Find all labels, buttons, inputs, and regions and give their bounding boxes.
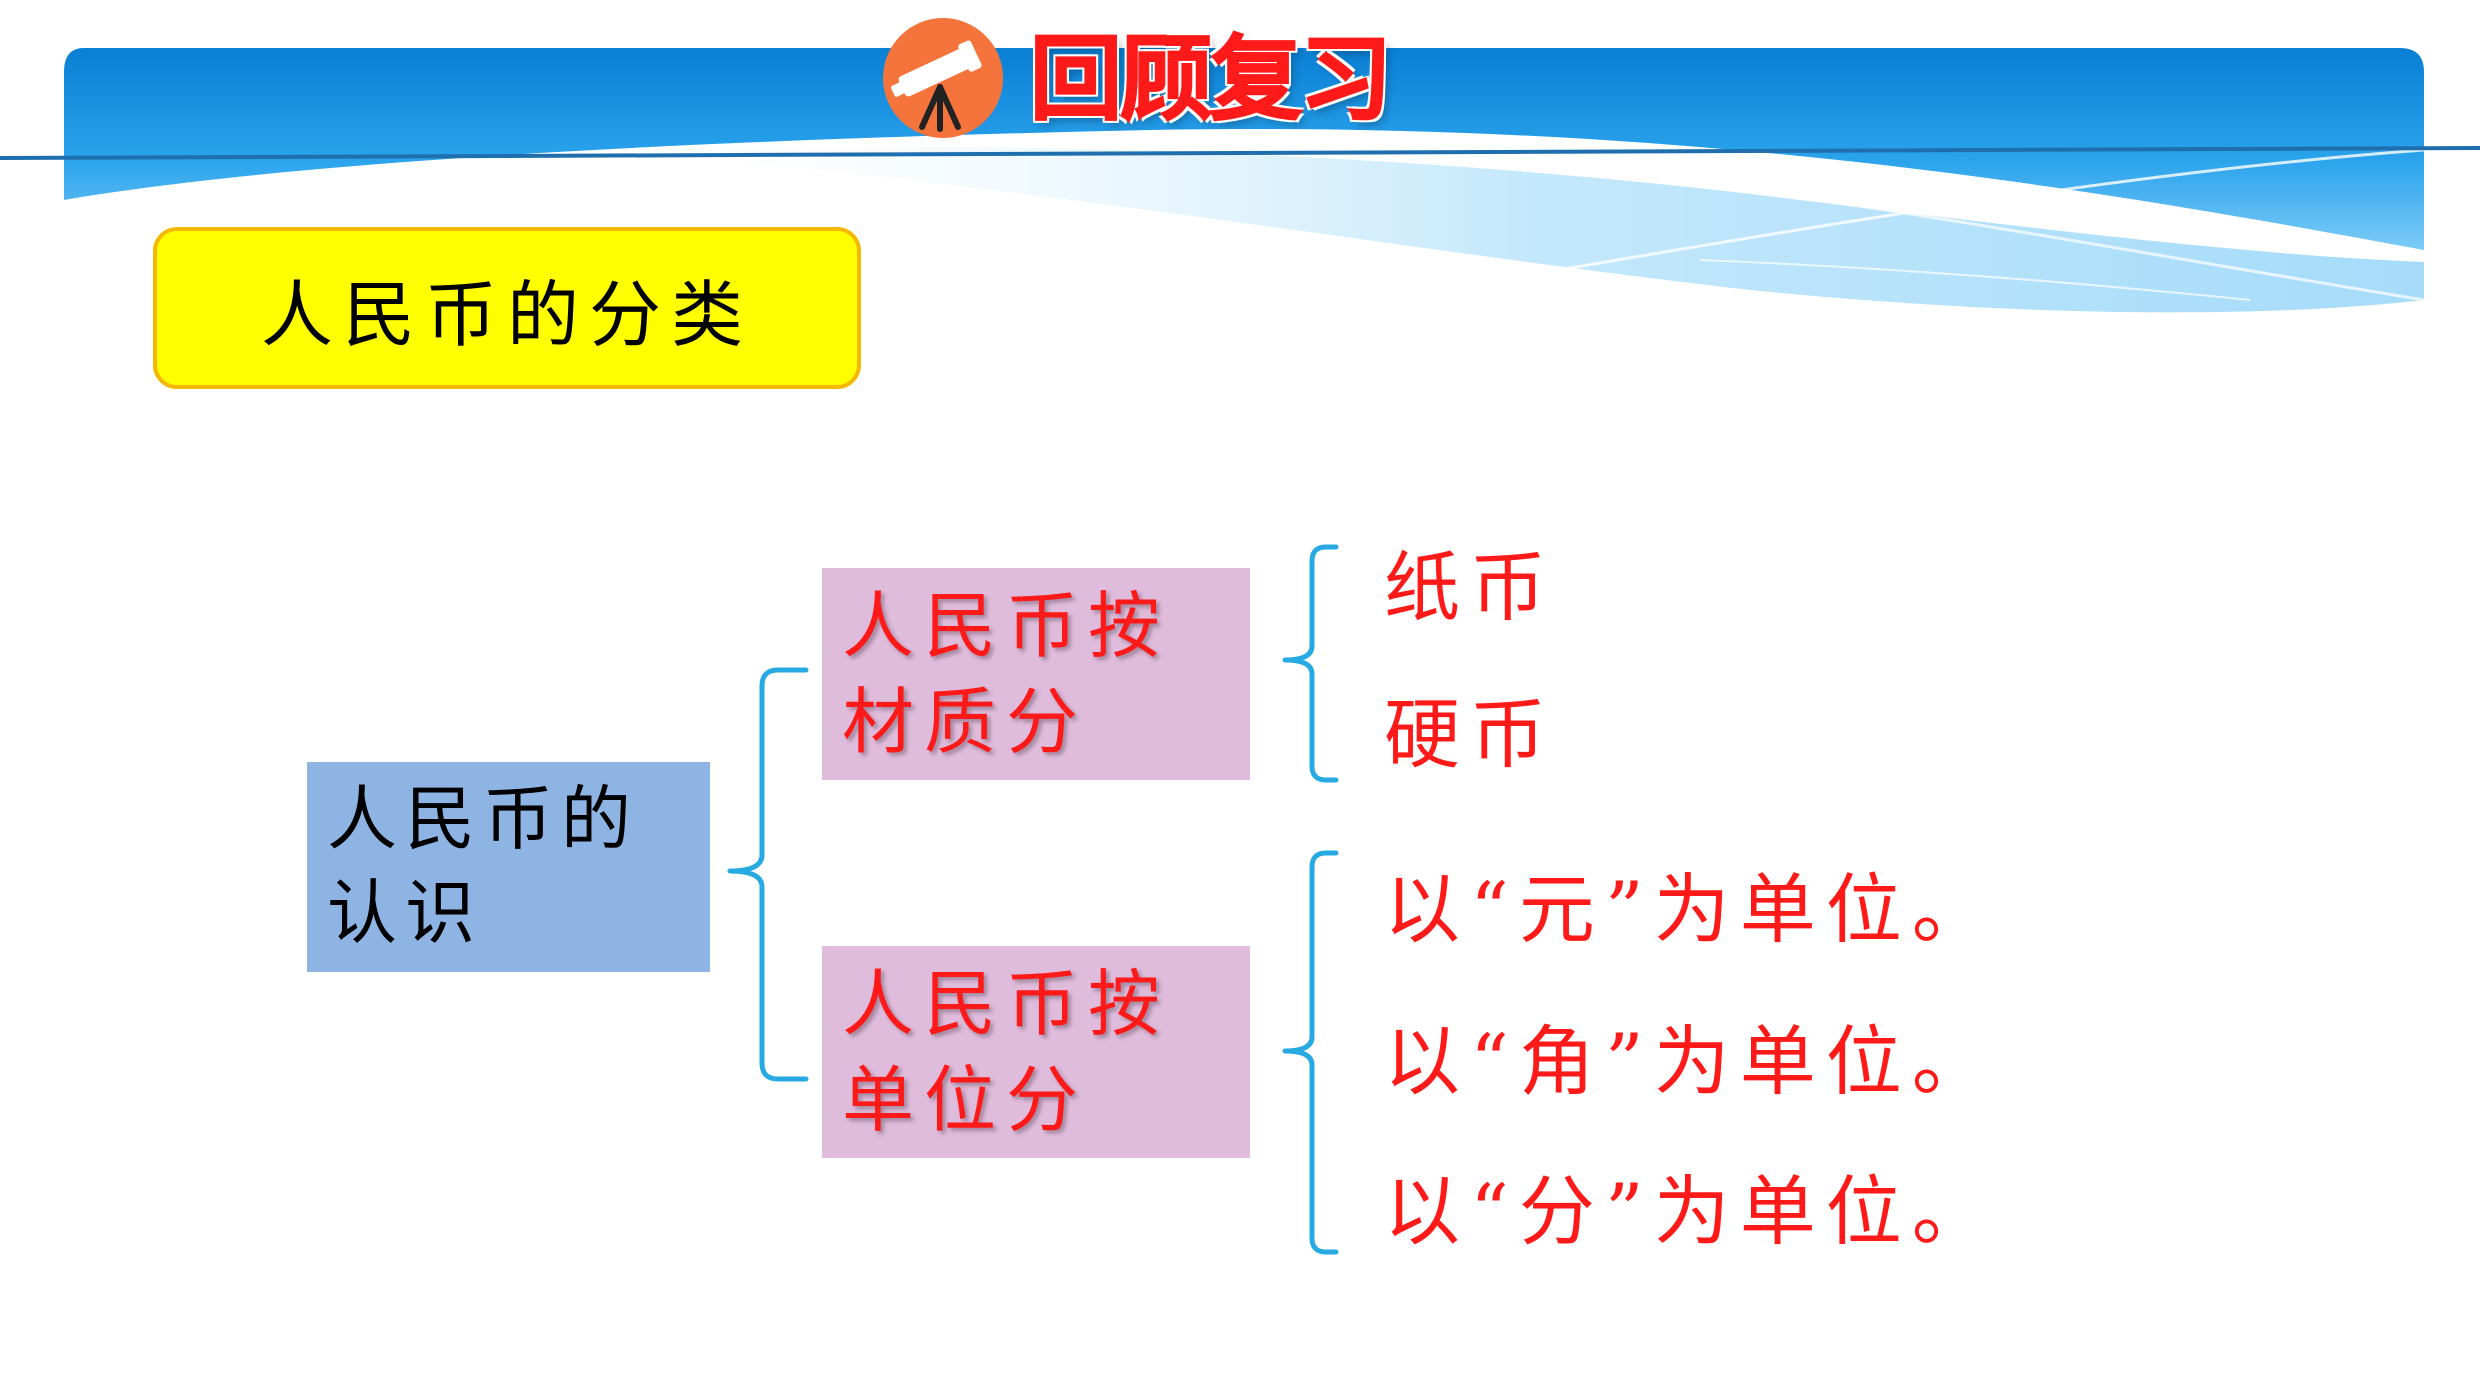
telescope-icon xyxy=(883,18,1003,138)
leaf-coin: 硬币 xyxy=(1384,690,1556,779)
leaf-paper-money: 纸币 xyxy=(1384,543,1556,632)
page-title: 回顾复习 xyxy=(1029,25,1393,134)
section-label: 人民币的分类 xyxy=(153,227,861,389)
unit-bracket xyxy=(1282,850,1339,1255)
leaf-unit-fen: 以“分”为单位。 xyxy=(1384,1167,1998,1256)
root-node: 人民币的认识 xyxy=(307,762,710,972)
branch-node-unit: 人民币按单位分 xyxy=(822,946,1250,1158)
branch-node-material: 人民币按材质分 xyxy=(822,568,1250,780)
leaf-unit-yuan: 以“元”为单位。 xyxy=(1384,865,1998,954)
leaf-unit-jiao: 以“角”为单位。 xyxy=(1384,1017,1998,1106)
header-banner xyxy=(0,48,2480,313)
material-bracket xyxy=(1282,544,1339,783)
root-bracket xyxy=(727,667,809,1082)
